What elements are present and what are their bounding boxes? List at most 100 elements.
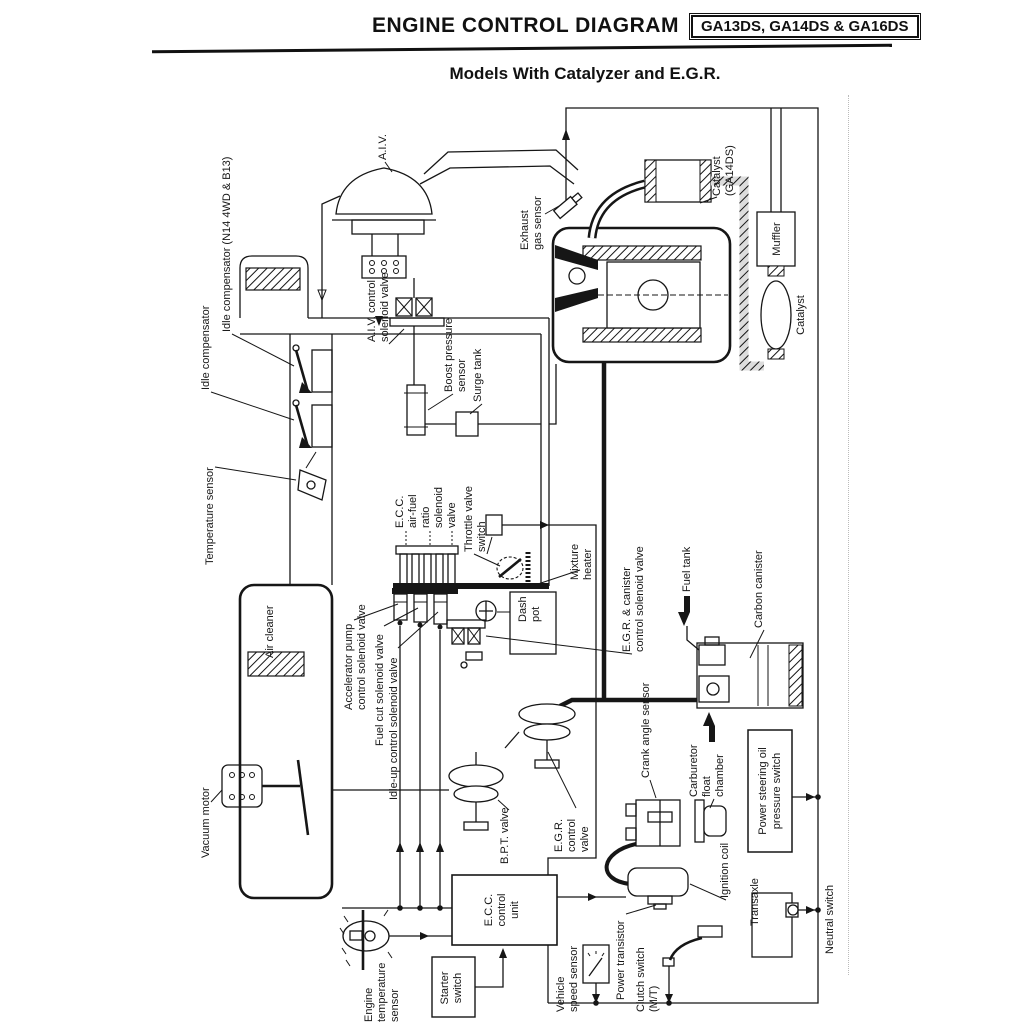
label-idle-up-solenoid: Idle-up control solenoid valve (388, 658, 400, 800)
purge-arrow (703, 712, 715, 742)
label-power-steering-switch: pressure switch (771, 753, 783, 829)
exhaust-gas-sensor-component (552, 192, 583, 220)
label-throttle-valve-switch: switch (476, 521, 488, 552)
muffler-component (756, 108, 796, 267)
label-egr-canister-solenoid: E.G.R. & canister (621, 567, 633, 652)
label-catalyst-ga14ds: (GA14DS) (724, 145, 736, 196)
label-ecc-air-fuel: solenoid (433, 487, 445, 528)
ecc-control-unit-box (451, 874, 558, 946)
label-boost-pressure-sensor: Boost pressure (443, 318, 455, 392)
surge-tank-component (455, 364, 557, 437)
egr-canister-solenoid-component (446, 619, 486, 669)
label-power-transistor: Power transistor (615, 920, 627, 1000)
idle-compensator-flap-1 (292, 344, 333, 393)
label-carburetor-float-chamber: chamber (714, 754, 726, 797)
label-starter-switch: Starter (439, 971, 451, 1004)
label-dash-pot: pot (530, 607, 542, 622)
boost-pressure-sensor-component (404, 384, 456, 436)
aiv-pipes (321, 149, 579, 318)
vacuum-motor-component (221, 764, 300, 808)
label-engine-temperature-sensor: Engine (363, 988, 375, 1022)
label-accelerator-pump-solenoid: Accelerator pump (343, 624, 355, 710)
label-vacuum-motor: Vacuum motor (200, 787, 212, 858)
label-throttle-valve-switch: Throttle valve (463, 486, 475, 552)
bpt-valve-component (448, 752, 504, 831)
exhaust-pipe (711, 176, 764, 371)
label-clutch-switch: Clutch switch (635, 947, 647, 1012)
intake-duct (240, 289, 550, 586)
label-ecc-air-fuel: valve (446, 502, 458, 528)
label-catalyst-ga14ds: Catalyst (711, 156, 723, 196)
label-engine-temperature-sensor: temperature (376, 963, 388, 1022)
label-egr-control-valve: E.G.R. (553, 819, 565, 852)
clutch-switch-component (662, 925, 723, 1006)
egr-plumbing (332, 362, 697, 791)
label-aiv-control-solenoid: A.I.V. control (366, 280, 378, 342)
label-muffler: Muffler (771, 222, 783, 256)
ignition-coil-component (627, 867, 689, 910)
page-edge (848, 95, 849, 975)
label-exhaust-gas-sensor: Exhaust (519, 210, 531, 250)
idle-compensator-flap-2 (292, 399, 333, 448)
page-subtitle: Models With Catalyzer and E.G.R. (449, 64, 721, 83)
catalyst-ga14ds-component (644, 159, 712, 203)
leader-lines (210, 161, 765, 915)
label-boost-pressure-sensor: sensor (456, 359, 468, 392)
air-cleaner-body (238, 583, 334, 900)
throttle-butterfly (496, 556, 524, 580)
label-ecc-air-fuel: air-fuel (407, 494, 419, 528)
label-ignition-coil: Ignition coil (719, 843, 731, 898)
label-fuel-cut-solenoid: Fuel cut solenoid valve (374, 634, 386, 746)
label-aiv-control-solenoid: solenoid valve (379, 272, 391, 342)
label-bpt-valve: B.P.T. valve (499, 807, 511, 864)
page-title: ENGINE CONTROL DIAGRAM (372, 14, 679, 37)
solenoid-valve-rack (392, 588, 458, 911)
power-steering-switch-box (747, 729, 821, 853)
label-mixture-heater: heater (582, 548, 594, 580)
label-power-steering-switch: Power steering oil (757, 747, 769, 834)
label-ecc-control-unit: E.C.C. (483, 894, 495, 926)
transaxle-component (751, 892, 821, 958)
label-ecc-control-unit: control (496, 893, 508, 926)
label-carbon-canister: Carbon canister (753, 550, 765, 628)
fuel-tank-arrow (678, 596, 700, 651)
label-carburetor-float-chamber: Carburetor (688, 744, 700, 797)
engine-cylinder (551, 226, 732, 364)
label-vehicle-speed-sensor: speed sensor (568, 946, 580, 1012)
label-starter-switch: switch (452, 973, 464, 1004)
egr-control-valve-component (504, 703, 576, 769)
label-egr-control-valve: control (566, 819, 578, 852)
label-vehicle-speed-sensor: Vehicle (555, 977, 567, 1012)
ecc-output-wire (557, 893, 626, 901)
aiv-component (332, 167, 436, 279)
dash-pot-component (475, 591, 557, 655)
page-header: ENGINE CONTROL DIAGRAM GA13DS, GA14DS & … (372, 14, 919, 38)
wiring-harness (342, 107, 819, 1004)
label-ecc-air-fuel: ratio (420, 507, 432, 528)
label-neutral-switch: Neutral switch (824, 885, 836, 954)
label-fuel-tank: Fuel tank (681, 546, 693, 592)
label-clutch-switch: (M/T) (648, 986, 660, 1012)
label-air-cleaner: Air cleaner (264, 605, 276, 658)
label-catalyst: Catalyst (795, 295, 807, 335)
label-temperature-sensor: Temperature sensor (204, 467, 216, 565)
carbon-canister-component (696, 636, 804, 709)
label-crank-angle-sensor: Crank angle sensor (640, 682, 652, 778)
vehicle-speed-sensor-component (582, 944, 610, 1006)
engine-temp-sensor-component (339, 909, 452, 970)
label-egr-control-valve: valve (579, 826, 591, 852)
label-idle-compensator-n14: Idle compensator (N14 4WD & B13) (221, 157, 233, 332)
label-engine-temperature-sensor: sensor (389, 989, 401, 1022)
starter-switch-box (431, 948, 507, 1018)
label-carburetor-float-chamber: float (701, 776, 713, 797)
label-aiv: A.I.V. (377, 134, 389, 160)
label-transaxle: Transaxle (749, 878, 761, 926)
throttle-valve-switch-component (485, 514, 597, 875)
temperature-sensor-component (297, 451, 327, 501)
label-exhaust-gas-sensor: gas sensor (532, 196, 544, 250)
catalyst-component (760, 265, 792, 360)
model-badge: GA13DS, GA14DS & GA16DS (690, 14, 919, 38)
crank-angle-sensor-component (604, 799, 727, 886)
